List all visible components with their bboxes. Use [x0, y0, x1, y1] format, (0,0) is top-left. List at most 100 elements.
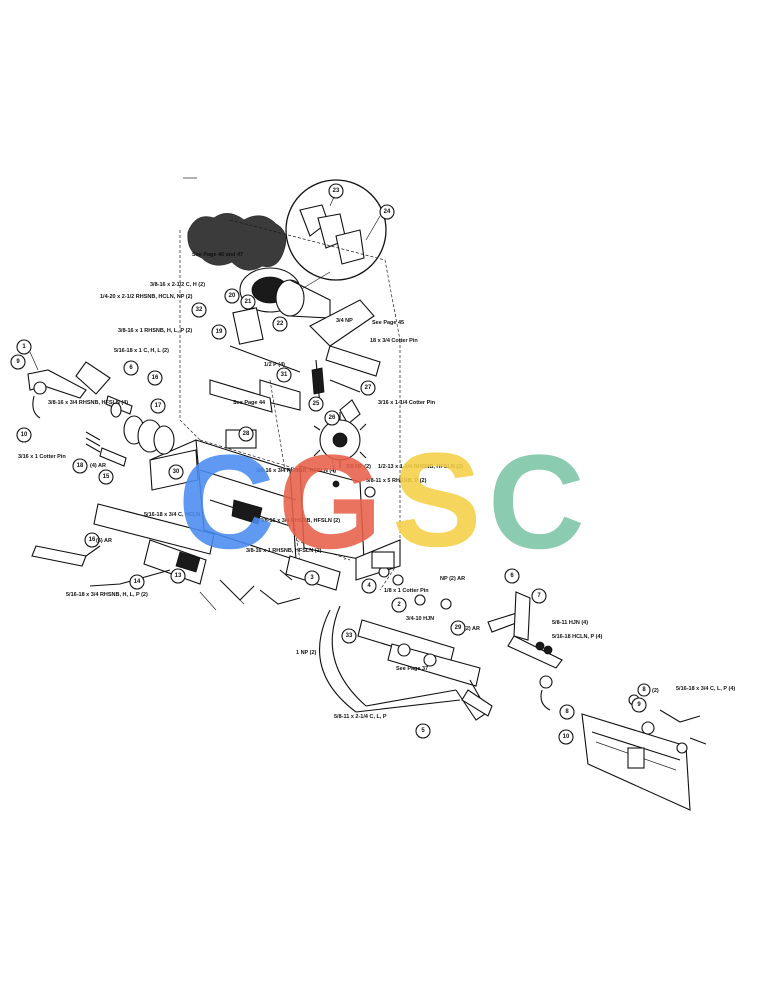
callout-17: 17 — [150, 398, 166, 414]
callout-20: 20 — [224, 288, 240, 304]
label-bolt-5-16-18-3-4-right: 5/16-18 x 3/4 C, L, P (4) — [676, 686, 735, 692]
callout-16: 16 — [147, 370, 163, 386]
svg-text:6: 6 — [510, 573, 514, 579]
callout-2: 2 — [391, 597, 407, 613]
right-arm — [487, 591, 563, 711]
callout-30: 30 — [168, 464, 184, 480]
label-bolt-3-8-16-3-4-low: 3/8-16 x 3/4 RHSNB, HFSLN (2) — [260, 518, 340, 524]
callout-3: 3 — [304, 570, 320, 586]
callout-32: 32 — [191, 302, 207, 318]
watermark: C G S C — [178, 426, 585, 577]
svg-text:13: 13 — [175, 573, 182, 579]
callout-33: 33 — [341, 628, 357, 644]
svg-text:25: 25 — [313, 401, 320, 407]
label-np-3-8: 3/8 NP (2) — [346, 464, 371, 470]
label-bolt-1-4-20: 1/4-20 x 2-1/2 RHSNB, HCLN, NP (2) — [100, 294, 193, 300]
watermark-letter-4: C — [488, 428, 585, 577]
part-labels: See Page 46 and 47 3/8-16 x 2-1/2 C, H (… — [18, 252, 735, 720]
label-bolt-3-8-16-2-1-2: 3/8-16 x 2-1/2 C, H (2) — [150, 282, 205, 288]
svg-text:9: 9 — [16, 359, 20, 365]
callout-21: 21 — [240, 294, 256, 310]
svg-text:16: 16 — [152, 375, 159, 381]
label-bolt-1-2-13: 1/2-13 x 1-1/4 RHSNB, HFSLN (2) — [378, 464, 463, 470]
svg-text:19: 19 — [216, 329, 223, 335]
label-see-page-45: See Page 45 — [372, 320, 404, 326]
svg-text:23: 23 — [333, 188, 340, 194]
svg-text:27: 27 — [365, 385, 372, 391]
callout-26: 26 — [324, 410, 340, 426]
label-half-p: 1/2 P (4) — [264, 362, 285, 368]
lower-left-lever — [31, 503, 301, 611]
svg-text:24: 24 — [384, 209, 391, 215]
callout-9b: 9 — [631, 697, 647, 713]
label-bolt-3-8-16-3-4-left-1: 3/8-16 x 3/4 RHSNB, HFSLN (4) — [48, 400, 128, 406]
label-bolt-5-8-11-2-1-4: 5/8-11 x 2-1/4 C, L, P — [334, 714, 387, 720]
callout-27: 27 — [360, 380, 376, 396]
callout-5: 5 — [415, 723, 431, 739]
callouts: 1 9 10 6 16 17 18 15 16 14 13 30 32 19 2… — [10, 183, 651, 745]
label-bolt-3-8-16-1: 3/8-16 x 1 RHSNB, H, L, P (2) — [118, 328, 192, 334]
blade-assembly — [581, 694, 707, 811]
callout-9: 9 — [10, 354, 26, 370]
callout-7: 7 — [531, 588, 547, 604]
callout-28: 28 — [238, 426, 254, 442]
label-bolt-5-16-18-1: 5/16-18 x 1 C, H, L (2) — [114, 348, 169, 354]
label-bolt-5-8-11: 5/8-11 x 5 RHSNB, P (2) — [366, 478, 427, 484]
label-np-ar: NP (2) AR — [440, 576, 465, 582]
callout-10: 10 — [16, 427, 32, 443]
label-hcln-5-16: 5/16-18 HCLN, P (4) — [552, 634, 603, 640]
svg-text:7: 7 — [537, 593, 541, 599]
svg-text:21: 21 — [245, 299, 252, 305]
svg-text:10: 10 — [21, 432, 28, 438]
sprocket — [313, 412, 367, 468]
svg-text:6: 6 — [129, 365, 133, 371]
label-cotter-1-8-1: 1/8 x 1 Cotter Pin — [384, 588, 429, 594]
svg-text:17: 17 — [155, 403, 162, 409]
label-cotter-3-16-1-1-4: 3/16 x 1-1/4 Cotter Pin — [378, 400, 436, 406]
svg-text:31: 31 — [281, 372, 288, 378]
callout-14: 14 — [129, 574, 145, 590]
watermark-letter-1: C — [178, 428, 275, 577]
svg-text:8: 8 — [642, 687, 646, 693]
callout-22: 22 — [272, 316, 288, 332]
label-qty-2: (2) — [652, 688, 659, 694]
label-bolt-5-16-18-3-4-bottom: 5/16-18 x 3/4 RHSNB, H, L, P (2) — [66, 592, 148, 598]
callout-4: 4 — [361, 578, 377, 594]
svg-text:8: 8 — [565, 709, 569, 715]
svg-text:26: 26 — [329, 415, 336, 421]
callout-1: 1 — [16, 339, 39, 371]
callout-19: 19 — [211, 324, 227, 340]
svg-text:28: 28 — [243, 431, 250, 437]
engine-assembly — [187, 213, 331, 373]
label-ar-6: (6) AR — [96, 538, 112, 544]
svg-text:30: 30 — [173, 469, 180, 475]
callout-15: 15 — [98, 469, 114, 485]
label-bolt-5-16-18-3-4: 5/16-18 x 3/4 C, HCLN — [144, 512, 200, 518]
callout-10b: 10 — [558, 729, 574, 745]
svg-text:3: 3 — [310, 575, 314, 581]
svg-text:2: 2 — [397, 602, 401, 608]
callout-13: 13 — [170, 568, 186, 584]
callout-23: 23 — [328, 183, 344, 199]
label-bolt-3-8-16-1-low: 3/8-16 x 1 RHSNB, HFSLN (2) — [246, 548, 322, 554]
watermark-letter-3: S — [392, 426, 481, 575]
svg-text:14: 14 — [134, 579, 141, 585]
left-linkage — [27, 361, 175, 467]
upper-right-bracket — [309, 299, 381, 425]
label-hjn-5-8: 5/8-11 HJN (4) — [552, 620, 588, 626]
svg-text:16: 16 — [89, 537, 96, 543]
callout-8: 8 — [559, 704, 575, 720]
svg-text:4: 4 — [367, 583, 371, 589]
svg-text:18: 18 — [77, 463, 84, 469]
callout-8b: 8 — [637, 683, 651, 697]
svg-text:15: 15 — [103, 474, 110, 480]
callout-25: 25 — [308, 396, 324, 412]
svg-text:20: 20 — [229, 293, 236, 299]
hitch-assembly — [319, 551, 493, 721]
callout-6: 6 — [123, 360, 139, 376]
detail-circle — [279, 179, 387, 291]
svg-text:29: 29 — [455, 625, 462, 631]
main-chassis — [149, 379, 401, 591]
callout-18: 18 — [72, 458, 88, 474]
